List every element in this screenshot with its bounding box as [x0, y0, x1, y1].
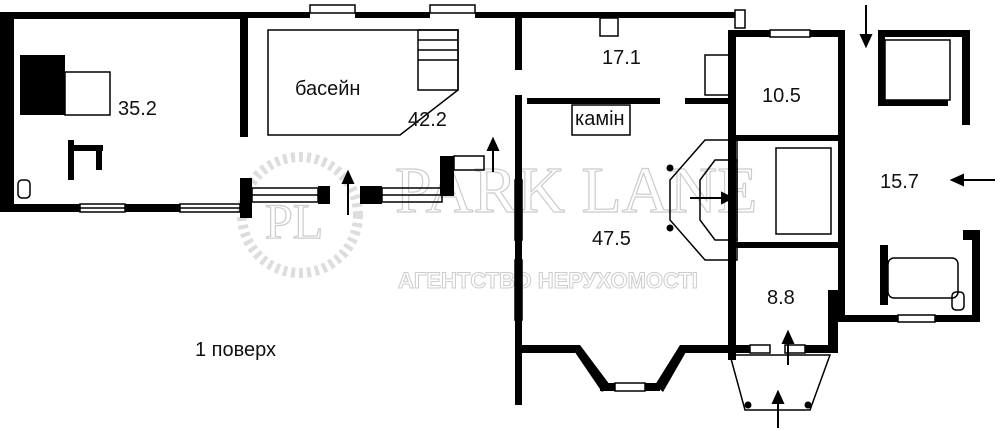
markers: [666, 164, 812, 409]
windows: [79, 4, 936, 392]
room-area-17-1: 17.1: [602, 47, 641, 69]
fixtures: [17, 29, 965, 411]
watermark-wreath: [237, 152, 363, 278]
entry-arrows: [341, 5, 995, 428]
floor-label: 1 поверх: [195, 339, 276, 361]
fireplace: [571, 104, 631, 136]
kitchen-stairs: [704, 54, 731, 96]
pool-label: басейн: [295, 78, 360, 100]
watermark-brand: PARK LANE: [395, 154, 757, 227]
fireplace-label: камін: [575, 108, 625, 130]
room-area-35-2: 35.2: [118, 98, 157, 120]
garage-car: [64, 71, 111, 116]
watermark-tagline: АГЕНТСТВО НЕРУХОМОСТІ: [398, 268, 698, 293]
bathtub: [887, 257, 959, 299]
room-area-15-7: 15.7: [880, 171, 919, 193]
room-area-47-5: 47.5: [592, 228, 631, 250]
stairs: [775, 147, 832, 235]
stairs-upper: [884, 39, 951, 101]
porch: [729, 354, 832, 411]
toilet: [17, 179, 31, 199]
toilet: [951, 291, 965, 311]
room-area-10-5: 10.5: [762, 85, 801, 107]
walls: [0, 12, 980, 405]
watermark: PL PARK LANE АГЕНТСТВО НЕРУХОМОСТІ: [237, 152, 758, 294]
room-area-8-8: 8.8: [767, 287, 795, 309]
room-area-42-2: 42.2: [408, 109, 447, 131]
